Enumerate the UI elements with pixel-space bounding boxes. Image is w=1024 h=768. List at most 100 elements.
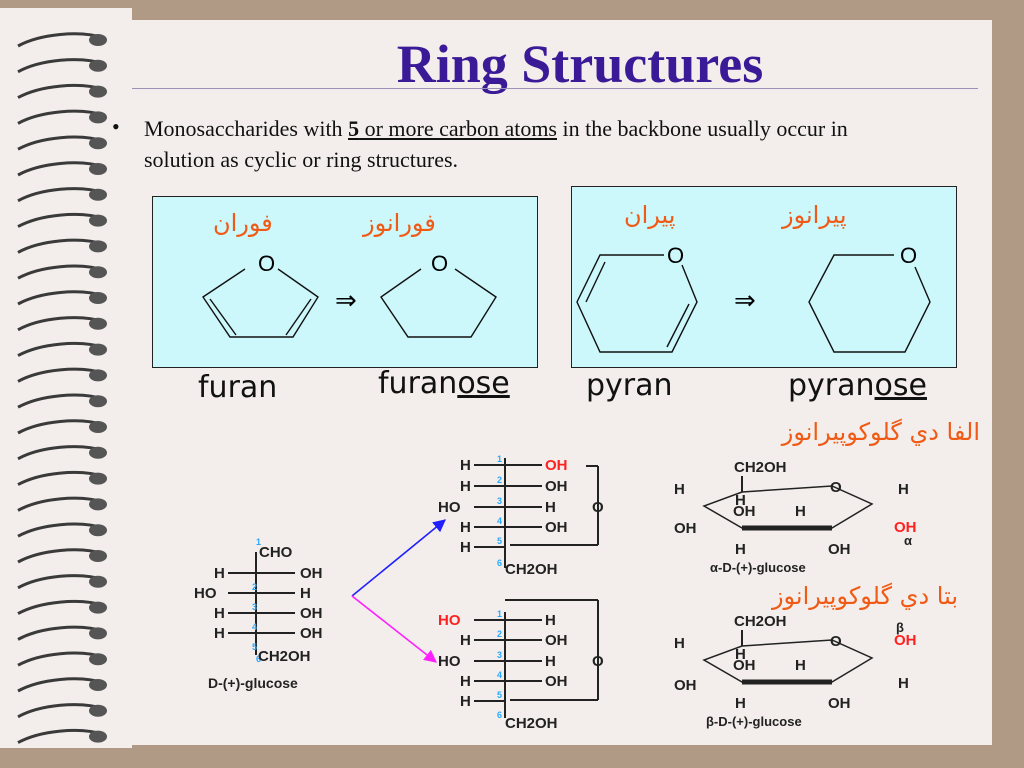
carbon-number-1: 1 bbox=[256, 537, 261, 547]
title-divider bbox=[132, 88, 978, 89]
bullet-text-pre: Monosaccharides with bbox=[144, 116, 349, 141]
spiral-ring bbox=[89, 266, 107, 279]
beta-haworth-oh3: OH bbox=[733, 657, 756, 674]
pyran-structures: O ⇒ O bbox=[576, 243, 931, 353]
pyran-double-bond-right bbox=[666, 303, 690, 348]
beta-haworth-ch2oh: CH2OH bbox=[734, 613, 787, 630]
label-pyran: pyran bbox=[586, 368, 673, 403]
beta-oh-4: OH bbox=[545, 673, 568, 690]
spiral-ring bbox=[89, 472, 107, 485]
pyranose-ring bbox=[808, 254, 931, 353]
pyran-ring bbox=[576, 254, 698, 353]
open-chain-glucose: 1 CHO H 2 OH HO 3 H H 4 OH H 5 OH 6 CH2O… bbox=[194, 537, 323, 691]
furan-oxygen: O bbox=[258, 251, 275, 276]
open-chain-caption: D-(+)-glucose bbox=[208, 675, 298, 691]
alpha-num-5: 5 bbox=[497, 536, 502, 546]
spiral-binding bbox=[17, 32, 107, 744]
alpha-haworth-oh2: OH bbox=[828, 541, 851, 558]
spiral-ring bbox=[89, 343, 107, 356]
beta-num-6: 6 bbox=[497, 710, 502, 720]
arrow-to-alpha bbox=[351, 519, 446, 597]
spiral-ring bbox=[89, 550, 107, 562]
spiral-ring bbox=[89, 317, 107, 330]
spiral-ring bbox=[89, 137, 107, 150]
alpha-h-1: H bbox=[460, 457, 471, 474]
alpha-haworth-caption: α-D-(+)-glucose bbox=[710, 560, 806, 575]
open-ch2oh: CH2OH bbox=[258, 648, 311, 665]
pyran-box: پيران پيرانوز O ⇒ O bbox=[571, 186, 957, 368]
alpha-haworth-oh4: OH bbox=[674, 520, 697, 537]
bullet-marker: • bbox=[112, 114, 120, 139]
alpha-haworth-oh3: OH bbox=[733, 503, 756, 520]
open-ho-3: HO bbox=[194, 585, 217, 602]
alpha-oh-2: OH bbox=[545, 478, 568, 495]
spiral-ring bbox=[89, 679, 107, 691]
spiral-ring bbox=[89, 421, 107, 433]
cho-group: CHO bbox=[259, 544, 293, 561]
beta-haworth-h3: H bbox=[735, 695, 746, 712]
furan-box: فوران فورانوز O ⇒ O bbox=[152, 196, 538, 368]
furanose-stem: furan bbox=[378, 366, 458, 401]
haworth-beta: CH2OH O H OH H OH H H OH β OH H β-D-(+)-… bbox=[674, 613, 917, 729]
alpha-haworth-anomeric-oh: OH bbox=[894, 519, 917, 536]
beta-haworth-oh2: OH bbox=[828, 695, 851, 712]
arrow-to-beta bbox=[351, 595, 438, 663]
alpha-num-2: 2 bbox=[497, 475, 502, 485]
spiral-ring bbox=[89, 730, 107, 743]
alpha-h-4: H bbox=[460, 519, 471, 536]
alpha-haworth-h2: H bbox=[795, 503, 806, 520]
alpha-haworth-h1: H bbox=[898, 481, 909, 498]
pyranose-suffix: ose bbox=[874, 368, 927, 403]
beta-num-4: 4 bbox=[497, 670, 502, 680]
alpha-ch2oh: CH2OH bbox=[505, 561, 558, 578]
beta-haworth-oxygen: O bbox=[830, 633, 842, 650]
spiral-ring bbox=[89, 653, 107, 666]
spiral-ring bbox=[89, 524, 107, 537]
carbon-number-2: 2 bbox=[252, 582, 257, 592]
spiral-ring bbox=[89, 704, 107, 717]
open-h-3: H bbox=[300, 585, 311, 602]
open-h-4: H bbox=[214, 605, 225, 622]
slide-page bbox=[68, 20, 992, 745]
furanose-ring bbox=[380, 268, 497, 338]
pyran-arrow: ⇒ bbox=[734, 285, 756, 315]
beta-oh-2: OH bbox=[545, 632, 568, 649]
carbon-number-4: 4 bbox=[252, 622, 257, 632]
alpha-haworth-ring bbox=[702, 485, 874, 529]
bullet-text-post: in the backbone usually occur in solutio… bbox=[144, 116, 848, 172]
alpha-haworth-ch2oh: CH2OH bbox=[734, 459, 787, 476]
alpha-symbol: α bbox=[904, 533, 912, 548]
beta-haworth-h4: H bbox=[674, 635, 685, 652]
haworth-alpha: CH2OH O H OH H OH H H OH H OH α α-D-(+)-… bbox=[674, 459, 917, 575]
pyran-double-bond-left bbox=[585, 261, 606, 303]
open-oh-4: OH bbox=[300, 605, 323, 622]
beta-ring-oxygen: O bbox=[592, 653, 604, 670]
alpha-num-1: 1 bbox=[497, 454, 502, 464]
beta-num-1: 1 bbox=[497, 609, 502, 619]
furan-double-bond-left bbox=[209, 298, 237, 336]
bullet-underlined: or more carbon atoms bbox=[359, 116, 557, 141]
furanose-oxygen: O bbox=[431, 251, 448, 276]
pyranose-stem: pyran bbox=[788, 368, 875, 403]
alpha-h-2: H bbox=[460, 478, 471, 495]
spiral-ring bbox=[89, 111, 107, 124]
beta-num-3: 3 bbox=[497, 650, 502, 660]
spiral-ring bbox=[89, 575, 107, 588]
beta-anomeric-ho: HO bbox=[438, 612, 461, 629]
open-h-5: H bbox=[214, 625, 225, 642]
bullet-text: Monosaccharides with 5 or more carbon at… bbox=[144, 113, 904, 175]
spiral-ring bbox=[89, 34, 107, 46]
beta-haworth-h2: H bbox=[795, 657, 806, 674]
urdu-furanose: فورانوز bbox=[363, 209, 436, 237]
alpha-haworth-h4: H bbox=[674, 481, 685, 498]
spiral-ring bbox=[89, 163, 107, 175]
alpha-haworth-h5: H bbox=[735, 492, 746, 509]
beta-ch2oh: CH2OH bbox=[505, 715, 558, 732]
open-oh-5: OH bbox=[300, 625, 323, 642]
beta-haworth-ring bbox=[702, 639, 874, 683]
urdu-pyranose: پيرانوز bbox=[782, 201, 847, 229]
beta-h-5: H bbox=[460, 693, 471, 710]
beta-haworth-caption: β-D-(+)-glucose bbox=[706, 714, 802, 729]
beta-h-2: H bbox=[460, 632, 471, 649]
